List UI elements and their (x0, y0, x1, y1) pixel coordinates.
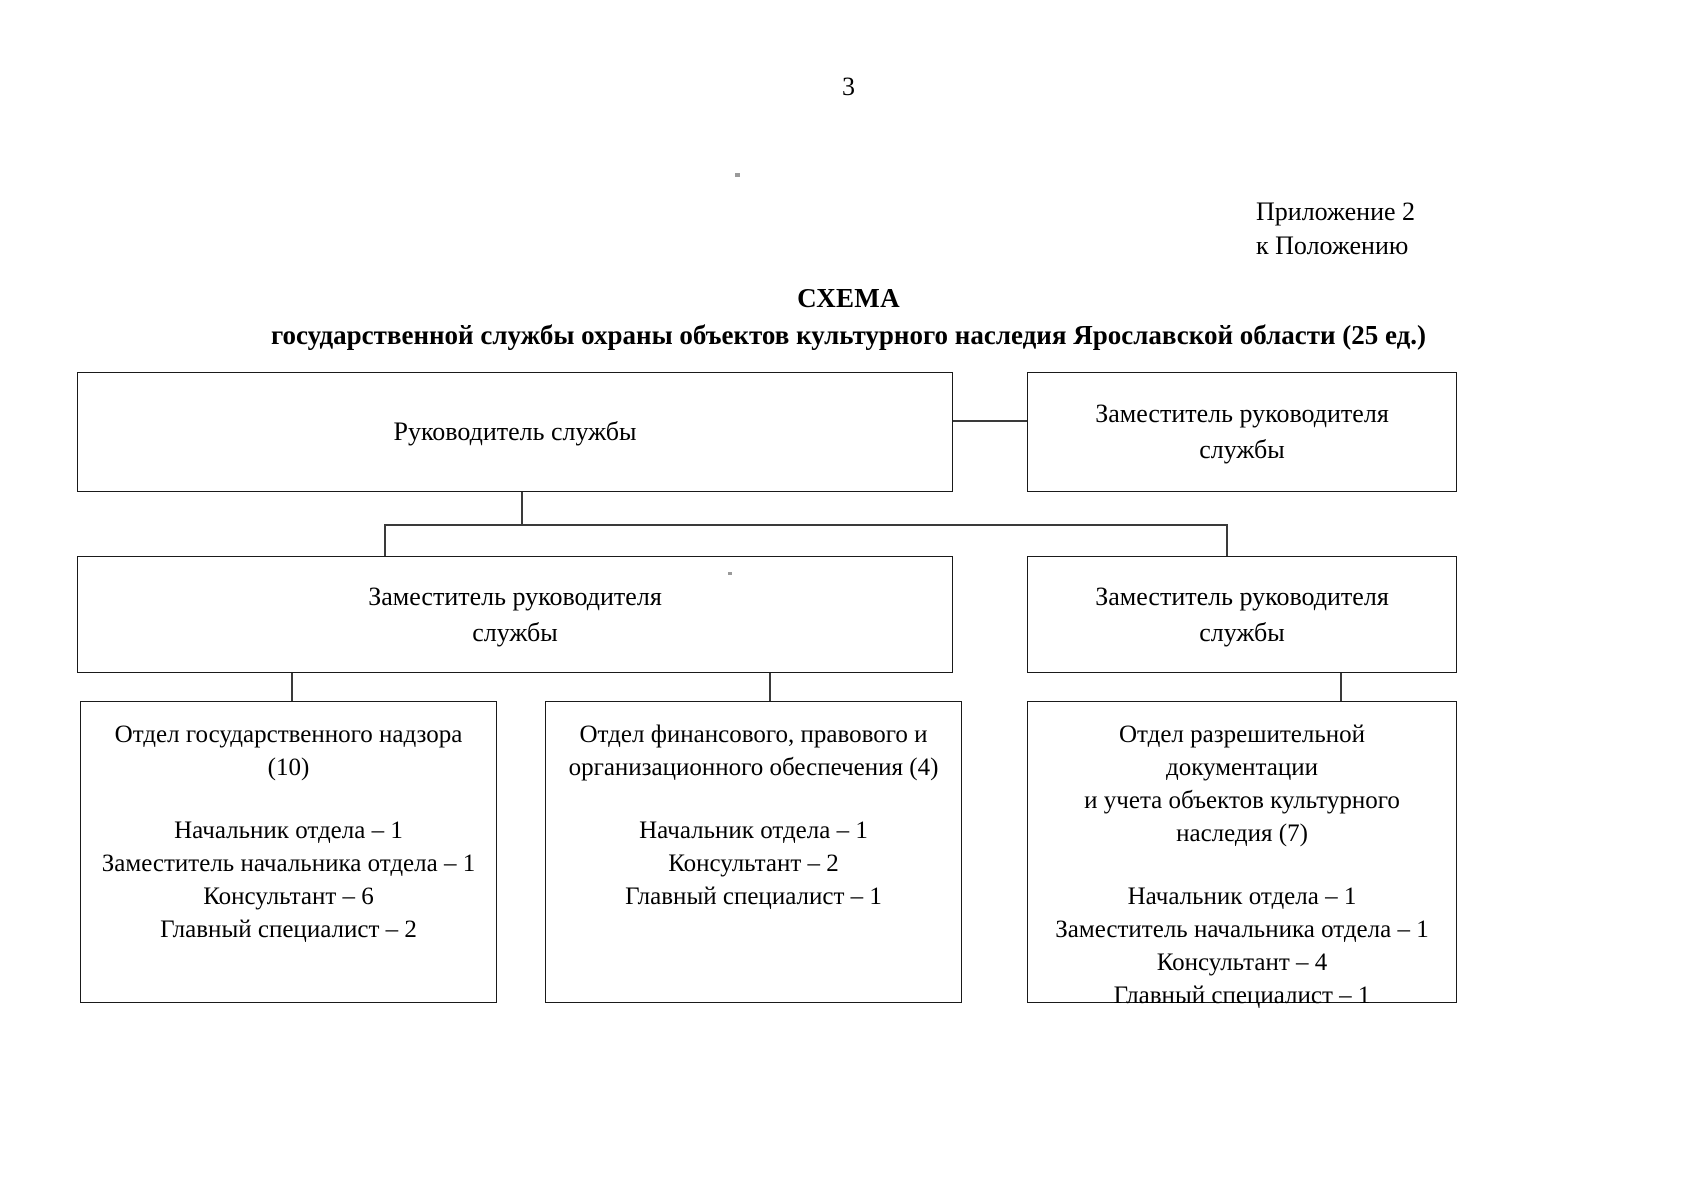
appendix-line-2: к Положению (1256, 231, 1409, 260)
node-department-state-supervision[interactable]: Отдел государственного надзора (10) Нача… (80, 701, 497, 1003)
node-deputy-head-mid-right-label: Заместитель руководителя службы (1095, 581, 1389, 647)
node-deputy-head-top-right[interactable]: Заместитель руководителя службы (1027, 372, 1457, 492)
department-state-supervision-title: Отдел государственного надзора (10) (114, 721, 463, 781)
node-head-of-service-label: Руководитель службы (393, 417, 637, 446)
node-deputy-head-mid-right[interactable]: Заместитель руководителя службы (1027, 556, 1457, 673)
connector-bus-to-deputy-mid-left (384, 524, 386, 557)
connector-deputy-right-to-dept-permits (1340, 673, 1342, 701)
scan-artifact-dot-2 (728, 572, 732, 575)
node-department-finance-legal[interactable]: Отдел финансового, правового и организац… (545, 701, 962, 1003)
page-number: 3 (842, 72, 855, 101)
page-subtitle: государственной службы охраны объектов к… (270, 320, 1427, 350)
connector-bus-to-deputy-mid-right (1226, 524, 1228, 557)
connector-deputy-left-to-dept-supervision (291, 673, 293, 701)
department-finance-legal-staff: Начальник отдела – 1 Консультант – 2 Гла… (625, 817, 882, 910)
appendix-reference: Приложение 2 к Положению (1256, 195, 1415, 263)
node-deputy-head-top-right-label: Заместитель руководителя службы (1095, 399, 1389, 464)
appendix-line-1: Приложение 2 (1256, 197, 1416, 226)
node-deputy-head-mid-left[interactable]: Заместитель руководителя службы (77, 556, 953, 673)
scan-artifact-dot (735, 173, 740, 177)
department-permits-registry-title: Отдел разрешительной документации и учет… (1084, 721, 1400, 847)
department-finance-legal-title: Отдел финансового, правового и организац… (568, 721, 939, 781)
connector-bus-mid (384, 524, 1227, 526)
connector-head-to-deputy-top (952, 420, 1028, 422)
page-title: СХЕМА (797, 283, 900, 313)
node-department-permits-registry[interactable]: Отдел разрешительной документации и учет… (1027, 701, 1457, 1009)
connector-deputy-left-to-dept-finance (769, 673, 771, 701)
department-state-supervision-staff: Начальник отдела – 1 Заместитель начальн… (101, 817, 476, 943)
node-deputy-head-mid-left-label: Заместитель руководителя службы (368, 581, 662, 647)
connector-head-down (521, 492, 523, 525)
node-head-of-service[interactable]: Руководитель службы (77, 372, 953, 492)
department-permits-registry-staff: Начальник отдела – 1 Заместитель начальн… (1055, 883, 1429, 1009)
